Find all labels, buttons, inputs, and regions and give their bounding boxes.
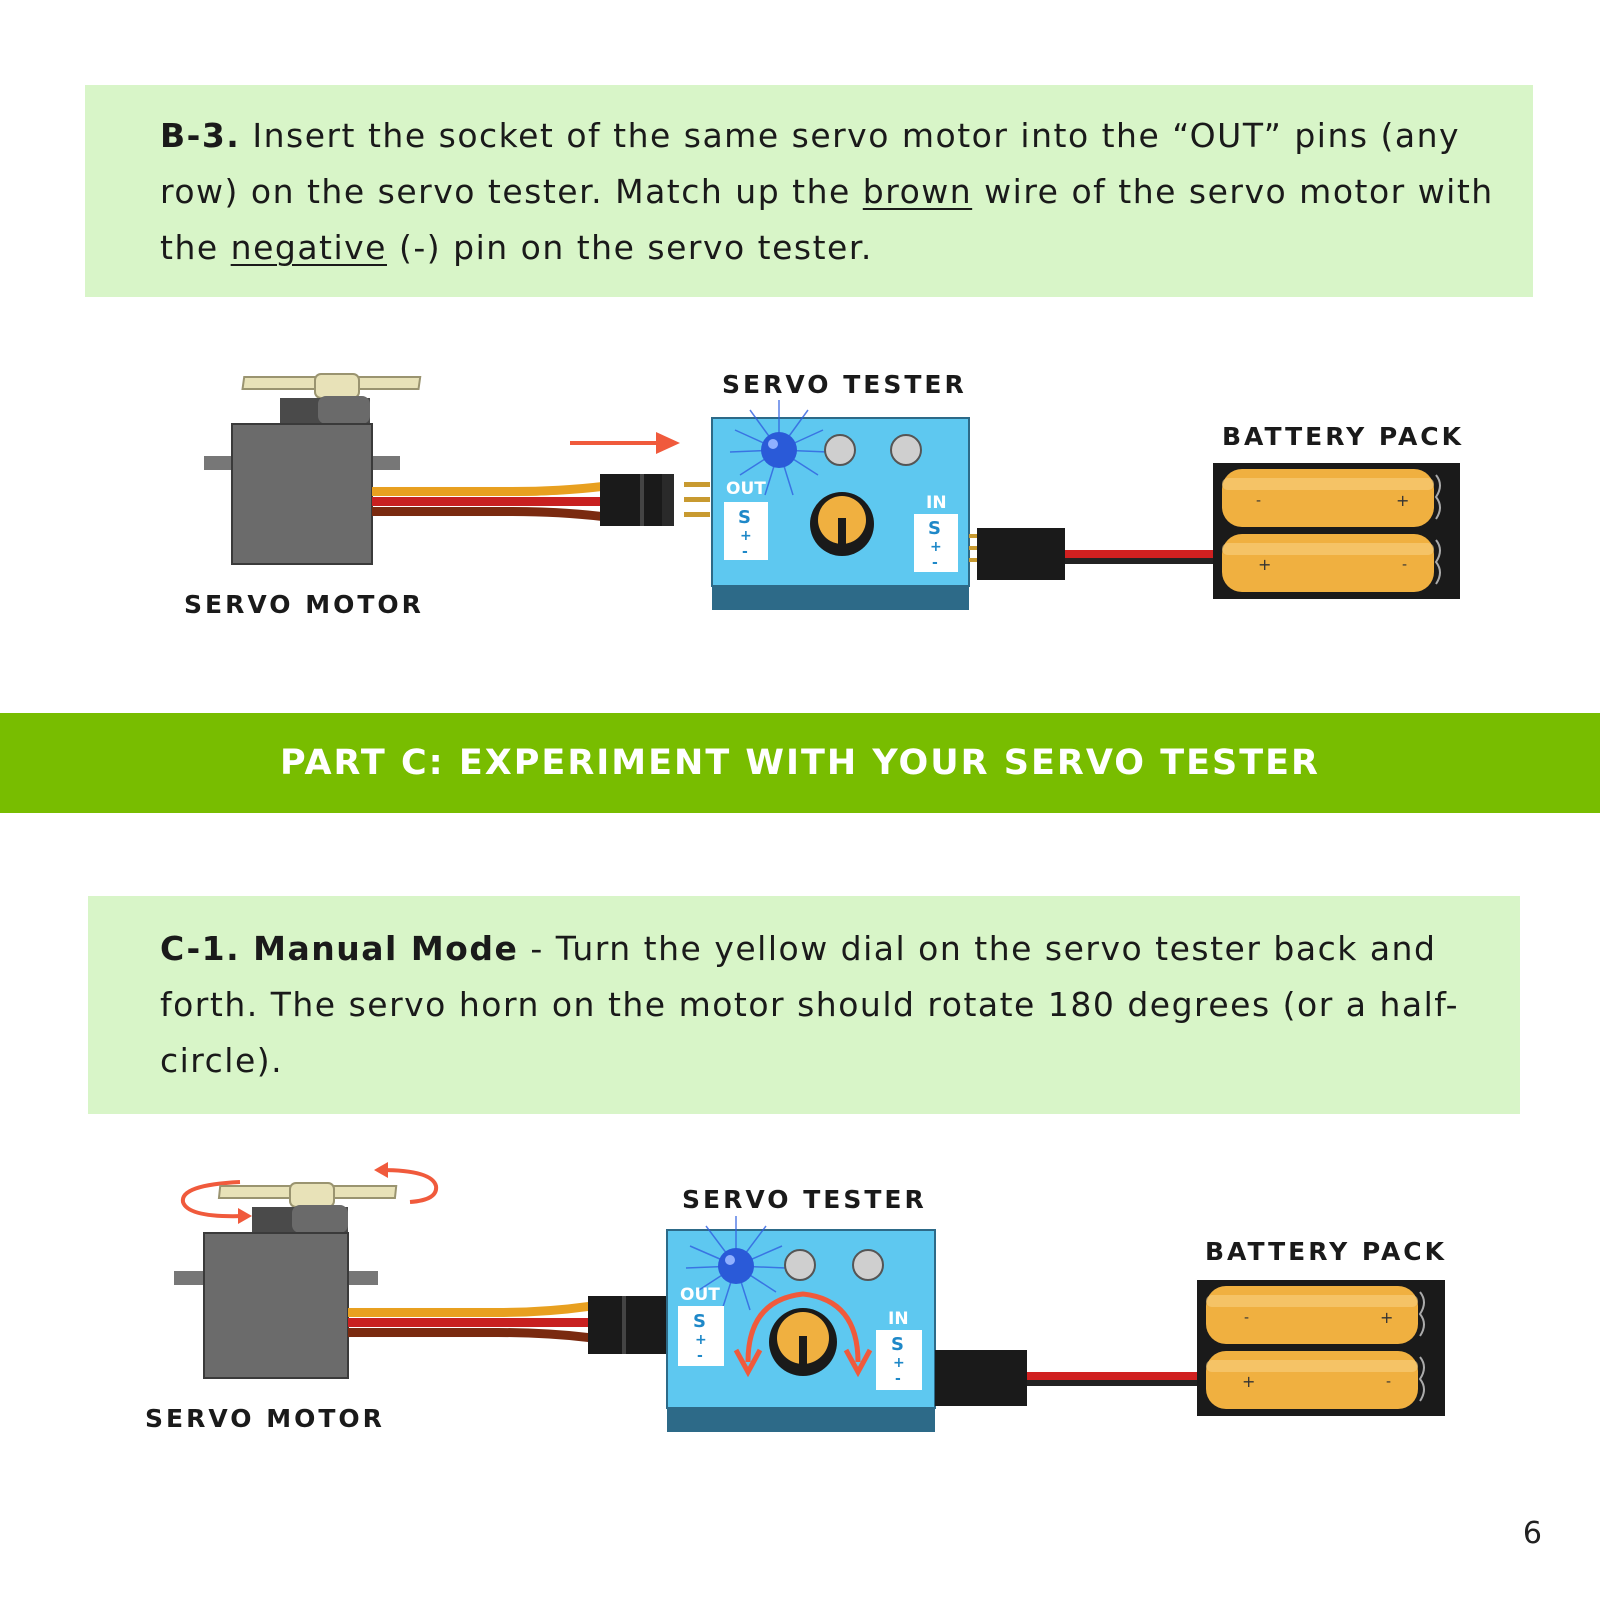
tester-out-label: OUT <box>726 479 766 499</box>
step-b3-text-2: wire of the servo motor with the <box>160 172 1494 267</box>
diagram-b3: OUT S + - IN S + - - + + - SERVO MOTOR S… <box>184 370 1464 619</box>
out-pin-minus-2: - <box>697 1348 703 1364</box>
servo-motor-label: SERVO MOTOR <box>184 590 424 619</box>
step-b3-text-3: (-) pin on the servo tester. <box>386 228 873 267</box>
out-pin-minus: - <box>742 544 748 560</box>
in-pin-s-2: S <box>891 1334 904 1355</box>
page-number: 6 <box>1522 1516 1542 1551</box>
step-c1-text: C-1. Manual Mode - Turn the yellow dial … <box>160 921 1490 1089</box>
step-b3-negative: negative <box>230 228 387 267</box>
servo-tester-label: SERVO TESTER <box>722 370 967 399</box>
in-pin-s: S <box>928 518 941 539</box>
rotation-arrows <box>180 1168 439 1219</box>
diagram-c1: OUT S + - IN S + - - + + - SERVO MOTOR S… <box>145 1162 1447 1433</box>
step-b3-id: B-3. <box>160 116 241 155</box>
in-pin-plus: + <box>930 539 942 555</box>
servo-motor-label-2: SERVO MOTOR <box>145 1404 385 1433</box>
battery-bottom-minus: - <box>1402 557 1407 573</box>
part-c-title: PART C: EXPERIMENT WITH YOUR SERVO TESTE… <box>280 743 1320 783</box>
battery-top-plus: + <box>1396 491 1409 510</box>
battery-top-plus-2: + <box>1380 1308 1393 1327</box>
step-b3-brown: brown <box>862 172 973 211</box>
step-c1-id: C-1. Manual Mode <box>160 929 519 968</box>
battery-top-minus: - <box>1256 493 1261 509</box>
insert-arrow <box>570 432 680 454</box>
step-c1-body: - Turn the yellow dial on the servo test… <box>160 929 1460 1080</box>
tester-in-label-2: IN <box>888 1309 909 1329</box>
battery-pack-label-2: BATTERY PACK <box>1205 1237 1447 1266</box>
step-b3-box <box>85 85 1533 297</box>
out-pin-plus: + <box>740 528 752 544</box>
in-pin-plus-2: + <box>893 1355 905 1371</box>
step-b3-text-1: Insert the socket of the same servo moto… <box>160 116 1461 211</box>
part-c-banner: PART C: EXPERIMENT WITH YOUR SERVO TESTE… <box>0 713 1600 813</box>
battery-top-minus-2: - <box>1244 1310 1249 1326</box>
tester-out-label-2: OUT <box>680 1285 720 1305</box>
out-pin-s: S <box>738 507 751 528</box>
in-pin-minus: - <box>932 555 938 571</box>
battery-bottom-plus: + <box>1258 555 1271 574</box>
servo-tester: OUT S + - IN S + - <box>711 400 970 610</box>
battery-bottom-minus-2: - <box>1386 1374 1391 1390</box>
servo-motor <box>204 373 422 565</box>
step-b3-text: B-3. Insert the socket of the same servo… <box>160 108 1500 276</box>
servo-wires-2 <box>348 1296 668 1354</box>
servo-tester-label-2: SERVO TESTER <box>682 1185 927 1214</box>
battery-pack: - + + - <box>1213 463 1460 599</box>
battery-cable <box>969 528 1215 580</box>
battery-pack-2: - + + - <box>1197 1280 1445 1416</box>
step-c1-box <box>88 896 1520 1114</box>
out-pin-plus-2: + <box>695 1332 707 1348</box>
in-pin-minus-2: - <box>895 1371 901 1387</box>
battery-bottom-plus-2: + <box>1242 1372 1255 1391</box>
tester-in-label: IN <box>926 493 947 513</box>
battery-pack-label: BATTERY PACK <box>1222 422 1464 451</box>
servo-tester-2: OUT S + - IN S + - <box>666 1216 936 1432</box>
servo-wires <box>372 474 710 526</box>
servo-motor-2 <box>174 1182 398 1379</box>
battery-cable-2 <box>935 1350 1199 1406</box>
out-pin-s-2: S <box>693 1311 706 1332</box>
